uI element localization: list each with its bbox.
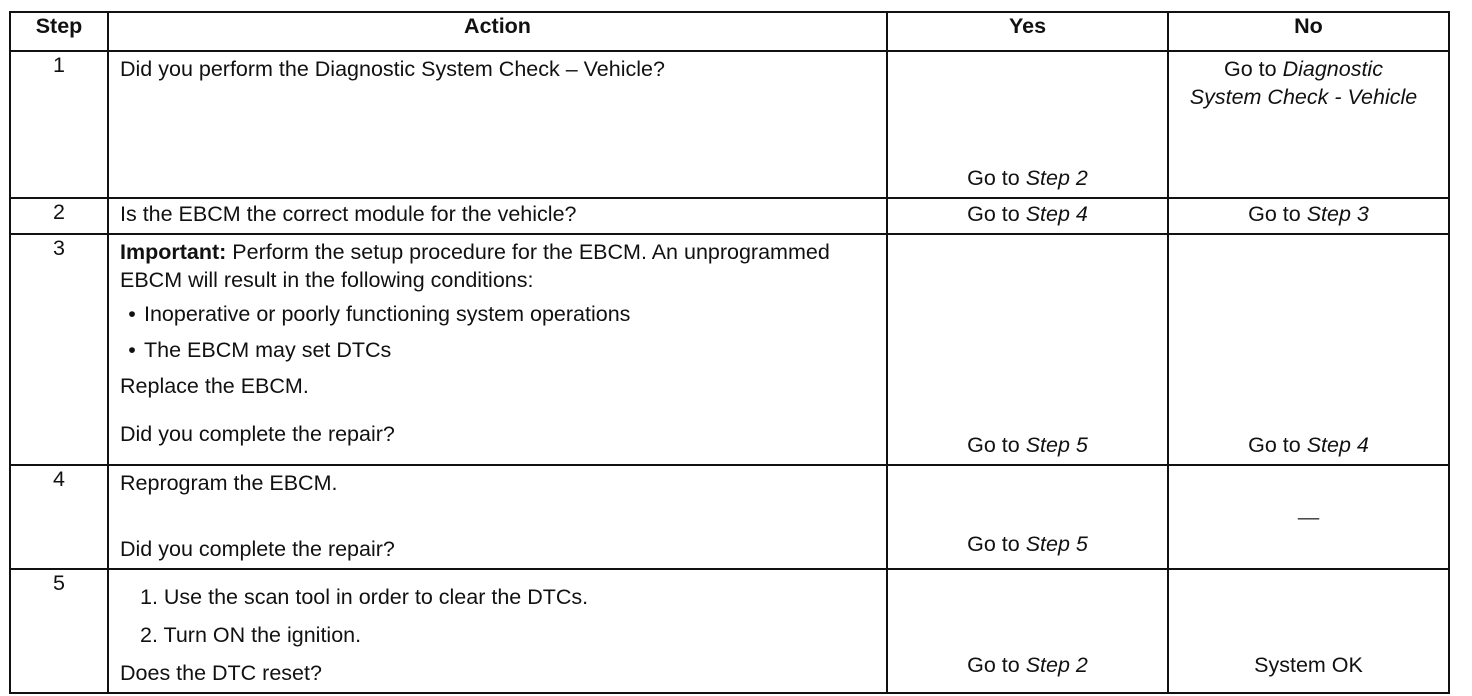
no-answer-dash: — <box>1297 504 1320 529</box>
no-answer: Go to Step 4 <box>1248 433 1369 457</box>
yes-answer: Go to Step 5 <box>967 532 1088 556</box>
no-answer: Go to Diagnostic System Check - Vehicle <box>1189 57 1418 109</box>
header-no: No <box>1167 11 1450 52</box>
procedure-steps: 1. Use the scan tool in order to clear t… <box>120 584 880 650</box>
table-row: 3 Important: Perform the setup procedure… <box>9 232 1450 466</box>
action-cell: Reprogram the EBCM. Did you complete the… <box>107 463 888 570</box>
action-text: Is the EBCM the correct module for the v… <box>120 202 577 226</box>
header-row: Step Action Yes No <box>9 11 1450 52</box>
step-reference: Step 4 <box>1025 202 1088 226</box>
important-label: Important: <box>120 239 227 264</box>
no-answer: System OK <box>1254 652 1363 677</box>
step-reference: Step 2 <box>1025 166 1088 191</box>
table-row: 2 Is the EBCM the correct module for the… <box>9 197 1450 235</box>
step-reference: Step 5 <box>1025 433 1088 457</box>
no-cell: Go to Step 3 <box>1167 197 1450 235</box>
list-item: 1. Use the scan tool in order to clear t… <box>140 584 589 609</box>
table-row: 4 Reprogram the EBCM. Did you complete t… <box>9 463 1450 570</box>
no-cell: Go to Step 4 <box>1167 232 1450 466</box>
question-text: Did you complete the repair? <box>120 421 395 446</box>
action-cell: Important: Perform the setup procedure f… <box>107 232 888 466</box>
header-yes: Yes <box>886 11 1169 52</box>
step-reference: Step 2 <box>1025 652 1088 677</box>
important-note: Important: Perform the setup procedure f… <box>120 239 830 292</box>
yes-answer: Go to Step 5 <box>967 433 1088 457</box>
condition-list: Inoperative or poorly functioning system… <box>120 301 880 365</box>
list-item: The EBCM may set DTCs <box>144 337 880 365</box>
step-number: 5 <box>9 567 109 694</box>
action-cell: Is the EBCM the correct module for the v… <box>107 197 888 235</box>
no-answer: Go to Step 3 <box>1248 202 1369 226</box>
step-reference: Step 4 <box>1306 433 1369 457</box>
action-cell: 1. Use the scan tool in order to clear t… <box>107 567 888 694</box>
header-step: Step <box>9 11 109 52</box>
list-item: 2. Turn ON the ignition. <box>140 622 362 647</box>
step-number: 1 <box>9 50 109 199</box>
question-text: Did you complete the repair? <box>120 536 395 561</box>
yes-cell: Go to Step 4 <box>886 197 1169 235</box>
step-reference: Step 3 <box>1306 202 1369 226</box>
yes-answer: Go to Step 4 <box>967 202 1088 226</box>
action-cell: Did you perform the Diagnostic System Ch… <box>107 50 888 199</box>
instruction-text: Replace the EBCM. <box>120 373 309 398</box>
no-cell: System OK <box>1167 567 1450 694</box>
yes-answer: Go to Step 2 <box>967 166 1088 191</box>
step-number: 4 <box>9 463 109 570</box>
yes-cell: Go to Step 2 <box>886 50 1169 199</box>
table-row: 1 Did you perform the Diagnostic System … <box>9 50 1450 199</box>
yes-answer: Go to Step 2 <box>967 652 1088 677</box>
step-reference: Step 5 <box>1025 532 1088 556</box>
header-action: Action <box>107 11 888 52</box>
instruction-text: Reprogram the EBCM. <box>120 470 338 495</box>
procedure-reference: Diagnostic System Check - Vehicle <box>1189 57 1418 109</box>
no-cell: — <box>1167 463 1450 570</box>
yes-cell: Go to Step 2 <box>886 567 1169 694</box>
yes-cell: Go to Step 5 <box>886 463 1169 570</box>
action-text: Did you perform the Diagnostic System Ch… <box>120 57 665 81</box>
list-item: Inoperative or poorly functioning system… <box>144 301 880 329</box>
step-number: 2 <box>9 197 109 235</box>
step-number: 3 <box>9 232 109 466</box>
no-cell: Go to Diagnostic System Check - Vehicle <box>1167 50 1450 199</box>
table-row: 5 1. Use the scan tool in order to clear… <box>9 567 1450 694</box>
question-text: Does the DTC reset? <box>120 660 322 685</box>
yes-cell: Go to Step 5 <box>886 232 1169 466</box>
diagnostic-table: Step Action Yes No 1 Did you perform the… <box>9 11 1450 694</box>
